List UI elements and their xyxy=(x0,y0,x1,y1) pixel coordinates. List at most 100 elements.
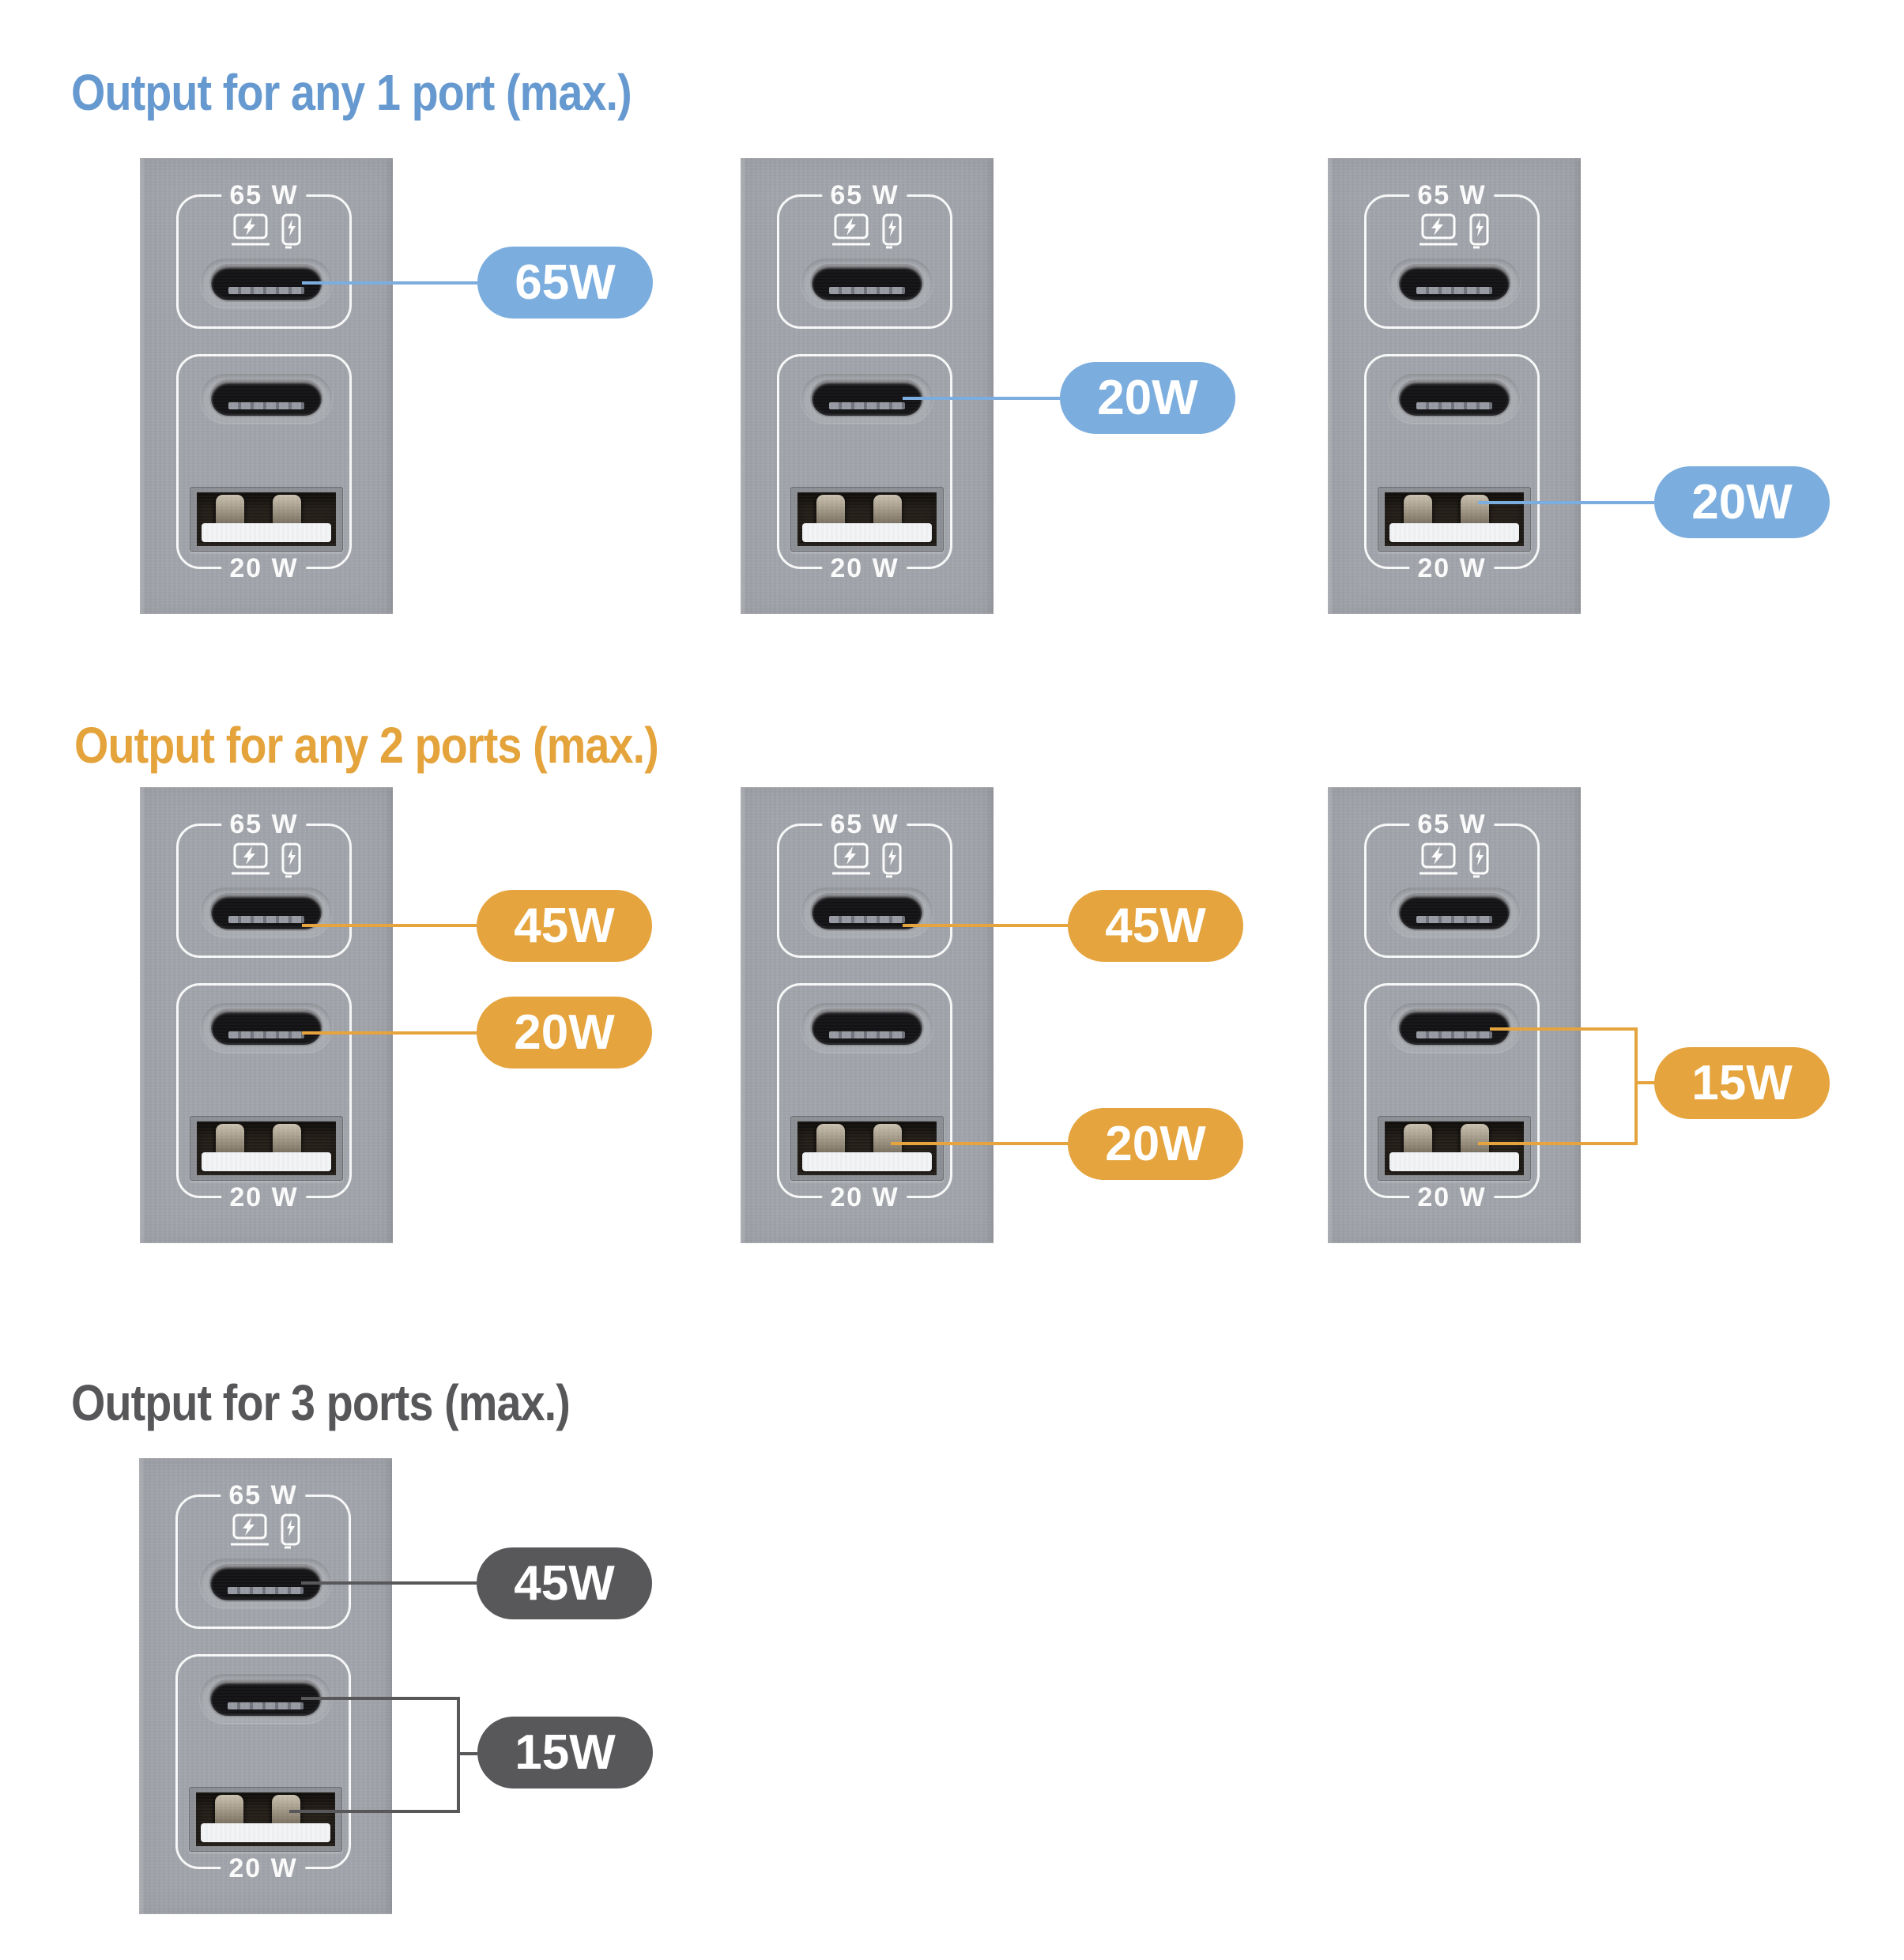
usb-c-tongue xyxy=(1416,287,1492,294)
usb-a-cavity xyxy=(196,1792,335,1846)
phone-charging-icon xyxy=(882,213,902,249)
usb-a-port xyxy=(190,1116,343,1181)
usb-c-65w-zone: 65 W xyxy=(1364,180,1540,329)
usb-c-tongue xyxy=(228,1031,304,1038)
usb-a-cavity xyxy=(197,1121,336,1175)
laptop-charging-icon xyxy=(1420,842,1457,875)
wattage-badge-20w: 20W xyxy=(477,997,652,1069)
shared-20w-zone: 20 W xyxy=(777,354,952,583)
usb-a-port xyxy=(1378,487,1531,552)
callout-line xyxy=(903,924,1068,927)
shared-20w-zone: 20 W xyxy=(175,1654,351,1883)
usb-c-tongue xyxy=(829,402,905,409)
charger-20w-label: 20 W xyxy=(221,1853,306,1883)
usb-a-tongue xyxy=(1389,1152,1519,1171)
usb-c-port-1 xyxy=(201,888,332,937)
charger-photo: 65 W 20 W xyxy=(140,787,393,1243)
usb-a-port xyxy=(190,487,343,552)
callout-line xyxy=(302,924,477,927)
phone-charging-icon xyxy=(281,213,301,249)
usb-c-tongue xyxy=(1416,916,1492,923)
charger-20w-label: 20 W xyxy=(822,1182,907,1212)
shared-20w-zone: 20 W xyxy=(777,983,952,1212)
charger-photo: 65 W 20 W xyxy=(140,158,393,614)
charger-20w-label: 20 W xyxy=(822,553,907,583)
charger-photo: 65 W 20 W xyxy=(741,158,993,614)
callout-line xyxy=(903,397,1060,400)
charger-20w-label: 20 W xyxy=(1409,553,1495,583)
usb-c-65w-zone: 65 W xyxy=(777,809,952,958)
usb-a-cavity xyxy=(1385,1121,1524,1175)
laptop-charging-icon xyxy=(231,1513,269,1546)
phone-charging-icon xyxy=(1469,213,1489,249)
phone-charging-icon xyxy=(281,842,301,878)
usb-a-cavity xyxy=(797,492,937,546)
charging-icons xyxy=(1328,842,1581,879)
callout-bracket-bottom xyxy=(1478,1142,1638,1145)
usb-c-port-2 xyxy=(201,1003,332,1052)
charger-photo: 65 W 20 W xyxy=(741,787,993,1243)
usb-c-65w-zone: 65 W xyxy=(176,809,352,958)
usb-c-65w-zone: 65 W xyxy=(176,180,352,329)
phone-charging-icon xyxy=(1469,842,1489,878)
usb-c-tongue xyxy=(829,916,905,923)
usb-c-tongue xyxy=(228,287,304,294)
usb-c-tongue xyxy=(829,1031,905,1038)
usb-c-65w-zone: 65 W xyxy=(175,1480,351,1629)
usb-c-port-2 xyxy=(1389,1003,1520,1052)
charging-icons xyxy=(741,213,993,250)
usb-c-65w-zone: 65 W xyxy=(777,180,952,329)
laptop-charging-icon xyxy=(832,213,870,246)
charger-65w-label: 65 W xyxy=(822,180,907,210)
usb-a-cavity xyxy=(797,1121,937,1175)
usb-c-port-2 xyxy=(201,374,332,423)
shared-20w-zone: 20 W xyxy=(176,983,352,1212)
wattage-badge-45w: 45W xyxy=(477,1547,652,1619)
laptop-charging-icon xyxy=(832,842,870,875)
usb-a-tongue xyxy=(202,523,331,542)
usb-a-port xyxy=(1378,1116,1531,1181)
callout-line xyxy=(301,1581,477,1585)
wattage-badge-20w: 20W xyxy=(1060,362,1235,434)
usb-c-port-1 xyxy=(1389,888,1520,937)
usb-c-tongue xyxy=(228,1702,304,1709)
callout-bracket-stub xyxy=(1638,1081,1654,1084)
usb-a-tongue xyxy=(1389,523,1519,542)
charger-20w-label: 20 W xyxy=(221,1182,307,1212)
wattage-badge-15w: 15W xyxy=(477,1717,653,1788)
charging-icons xyxy=(140,842,393,879)
usb-c-port-2 xyxy=(1389,374,1520,423)
laptop-charging-icon xyxy=(232,213,270,246)
charging-icons xyxy=(1328,213,1581,250)
charger-photo: 65 W 20 W xyxy=(139,1458,392,1914)
usb-c-tongue xyxy=(228,1587,304,1594)
charger-20w-label: 20 W xyxy=(1409,1182,1495,1212)
usb-c-tongue xyxy=(228,402,304,409)
usb-a-port xyxy=(790,487,944,552)
usb-c-tongue xyxy=(228,916,304,923)
laptop-charging-icon xyxy=(1420,213,1457,246)
callout-line xyxy=(302,1031,477,1035)
wattage-badge-15w: 15W xyxy=(1654,1047,1830,1119)
usb-a-cavity xyxy=(197,492,336,546)
usb-a-tongue xyxy=(802,1152,932,1171)
callout-line xyxy=(891,1142,1068,1145)
usb-c-65w-zone: 65 W xyxy=(1364,809,1540,958)
phone-charging-icon xyxy=(281,1513,300,1549)
section-heading-3-ports: Output for 3 ports (max.) xyxy=(71,1374,571,1431)
section-heading-2-ports: Output for any 2 ports (max.) xyxy=(74,717,659,774)
wattage-badge-65w: 65W xyxy=(477,247,653,318)
callout-bracket-vertical xyxy=(457,1697,460,1813)
callout-bracket-vertical xyxy=(1634,1027,1638,1145)
shared-20w-zone: 20 W xyxy=(176,354,352,583)
wattage-badge-20w: 20W xyxy=(1654,466,1830,538)
usb-a-tongue xyxy=(202,1152,331,1171)
wattage-badge-20w: 20W xyxy=(1068,1108,1243,1180)
shared-20w-zone: 20 W xyxy=(1364,983,1540,1212)
callout-bracket-top xyxy=(1490,1027,1638,1031)
wattage-badge-45w: 45W xyxy=(1068,890,1243,962)
callout-line xyxy=(1478,501,1654,504)
charger-65w-label: 65 W xyxy=(221,180,307,210)
usb-c-tongue xyxy=(829,287,905,294)
